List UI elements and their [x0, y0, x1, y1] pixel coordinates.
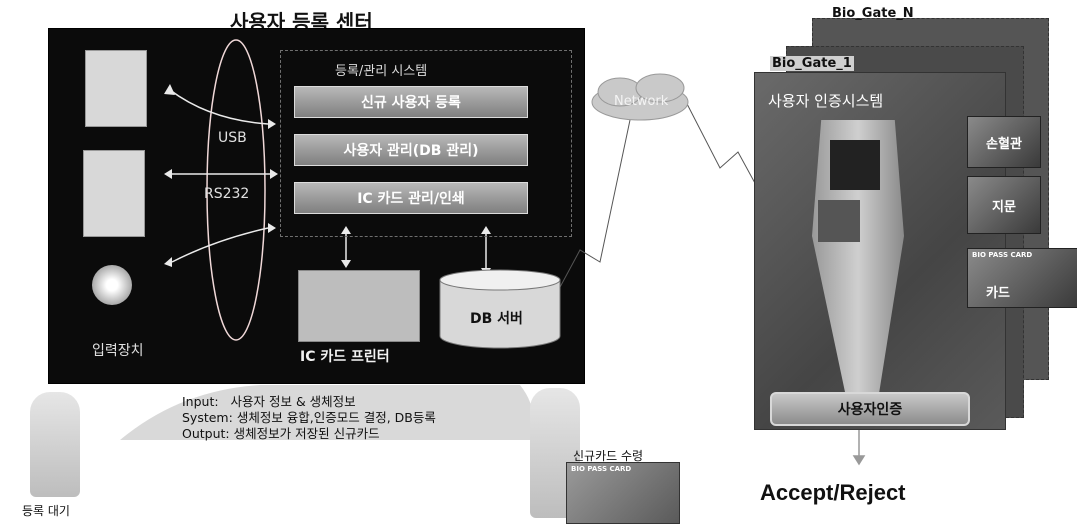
io-output-value: 생체정보가 저장된 신규카드	[233, 426, 380, 441]
user-management-button[interactable]: 사용자 관리(DB 관리)	[294, 134, 528, 166]
usb-arrow	[169, 89, 269, 125]
io-system-key: System:	[182, 410, 233, 425]
usb-label: USB	[218, 130, 247, 146]
fingerprint-scanner-image	[85, 50, 147, 127]
network-label: Network	[614, 94, 669, 109]
ic-card-management-button[interactable]: IC 카드 관리/인쇄	[294, 182, 528, 214]
io-system-value: 생체정보 융합,인증모드 결정, DB등록	[236, 410, 436, 425]
webcam-image	[92, 265, 132, 305]
vein-input-card: 손혈관	[967, 116, 1041, 168]
waiting-label: 등록 대기	[22, 504, 70, 518]
new-user-registration-button[interactable]: 신규 사용자 등록	[294, 86, 528, 118]
network-cloud	[591, 73, 689, 121]
card-input-label: 카드	[986, 286, 1010, 301]
webcam-arrow	[171, 227, 269, 263]
card-input-brand: BIO PASS CARD	[972, 251, 1033, 259]
management-system-box	[280, 50, 572, 237]
network-link-left	[544, 119, 631, 316]
input-devices-label: 입력장치	[92, 343, 144, 359]
gate-1-label: Bio_Gate_1	[770, 56, 854, 71]
kiosk-screen	[830, 140, 880, 190]
network-link-right	[683, 97, 757, 186]
io-system-line: System: 생체정보 융합,인증모드 결정, DB등록	[182, 410, 436, 426]
user-auth-button[interactable]: 사용자인증	[770, 392, 970, 426]
db-server-cylinder	[439, 269, 561, 349]
card-input-card: BIO PASS CARD 카드	[967, 248, 1077, 308]
management-system-title: 등록/관리 시스템	[335, 64, 428, 79]
io-output-key: Output:	[182, 426, 230, 441]
io-input-value: 사용자 정보 & 생체정보	[230, 394, 356, 409]
interface-ellipse	[206, 39, 266, 341]
io-banner	[120, 385, 534, 440]
rs232-label: RS232	[204, 186, 250, 202]
new-card-brand: BIO PASS CARD	[571, 465, 632, 473]
ic-card-printer-image	[298, 270, 420, 342]
db-server-label: DB 서버	[470, 311, 523, 327]
io-input-line: Input: 사용자 정보 & 생체정보	[182, 394, 436, 410]
receive-card-label: 신규카드 수령	[573, 449, 644, 463]
gate-n-label: Bio_Gate_N	[832, 6, 914, 21]
fingerprint-input-card: 지문	[967, 176, 1041, 234]
io-description: Input: 사용자 정보 & 생체정보 System: 생체정보 융합,인증모…	[182, 394, 436, 442]
auth-system-title: 사용자 인증시스템	[768, 92, 884, 110]
accept-reject-label: Accept/Reject	[760, 480, 906, 505]
io-input-key: Input:	[182, 394, 219, 409]
io-output-line: Output: 생체정보가 저장된 신규카드	[182, 426, 436, 442]
new-card-image: BIO PASS CARD	[566, 462, 680, 524]
ic-card-printer-label: IC 카드 프린터	[300, 349, 390, 365]
vein-scanner-image	[83, 150, 145, 237]
kiosk-reader	[818, 200, 860, 242]
waiting-person-image	[30, 392, 80, 497]
